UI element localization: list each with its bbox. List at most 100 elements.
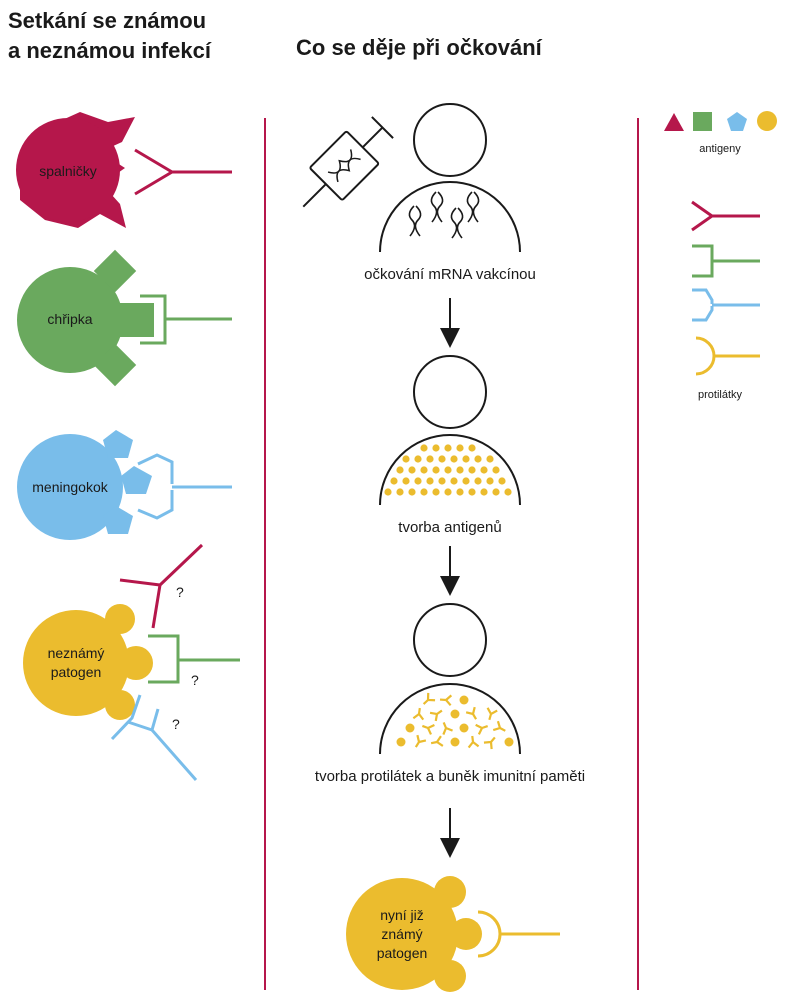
antigen-dot: [504, 488, 512, 496]
antigen-dot: [432, 488, 440, 496]
pentagon-antigen-icon: [727, 112, 747, 131]
question-mark-1: ?: [176, 584, 184, 600]
antigen-dot: [492, 466, 500, 474]
antibody-particle: [465, 706, 478, 720]
antigen-dot: [420, 488, 428, 496]
antibody-particle: [429, 709, 443, 722]
unknown-label-line1: neznámý: [47, 645, 105, 661]
antigen-particle: [450, 709, 460, 719]
triangle-antigen-icon: [664, 113, 684, 131]
measles-label: spalničky: [39, 163, 97, 179]
antigen-dot: [480, 488, 488, 496]
antigen-dot: [492, 488, 500, 496]
antigen-dot: [414, 477, 422, 485]
antigen-dot: [438, 455, 446, 463]
syringe-icon: [302, 116, 394, 208]
caption-vaccination: očkování mRNA vakcínou: [364, 266, 536, 283]
square-antigen-icon: [693, 112, 712, 131]
legend-antigens-label: antigeny: [699, 143, 741, 155]
title-left-line2: a neznámou infekcí: [8, 38, 211, 63]
antigen-dot: [402, 455, 410, 463]
unknown-label: neznámý patogen: [24, 644, 128, 682]
antigen-dot: [474, 477, 482, 485]
antigen-dot: [426, 455, 434, 463]
antigen-dot: [474, 455, 482, 463]
person-vaccination: [379, 103, 521, 253]
antigen-dot: [438, 477, 446, 485]
unknown-antibody-green: [148, 634, 240, 684]
antibody-particle: [483, 736, 496, 750]
antigen-dot: [486, 477, 494, 485]
final-label-line3: patogen: [376, 945, 428, 961]
meningococcus-label: meningokok: [32, 479, 108, 495]
antigen-particle: [396, 737, 406, 747]
legend-antigens: [664, 111, 777, 131]
antibody-mix: [396, 692, 514, 750]
antigen-dot: [486, 455, 494, 463]
antigen-dot: [462, 455, 470, 463]
antigen-dot: [480, 466, 488, 474]
antigen-dot: [456, 466, 464, 474]
unknown-antibody-blue: [110, 694, 198, 781]
antigen-dot: [414, 455, 422, 463]
meningococcus-antibody: [137, 453, 232, 520]
antigen-dot: [444, 488, 452, 496]
antigen-dot: [426, 477, 434, 485]
antigen-dot: [450, 455, 458, 463]
antigen-dot: [402, 477, 410, 485]
antigen-dot: [456, 444, 464, 452]
antibody-particle: [421, 724, 435, 735]
antigen-particle: [450, 737, 460, 747]
unknown-antibody-crimson: [119, 543, 204, 629]
antibody-particle: [412, 707, 425, 721]
antigen-dot: [408, 488, 416, 496]
person-antigens: [379, 355, 521, 506]
antigen-dot: [420, 466, 428, 474]
antigen-particle: [459, 695, 469, 705]
antigen-dot: [396, 488, 404, 496]
measles-pathogen: [16, 112, 135, 228]
final-pathogen: [346, 876, 482, 992]
antibody-particle: [442, 722, 453, 735]
circle-antigen-icon: [757, 111, 777, 131]
antigen-dot: [432, 466, 440, 474]
antigen-dot: [408, 466, 416, 474]
antigen-dot: [468, 444, 476, 452]
antigen-dot: [384, 488, 392, 496]
antibody-particle: [414, 734, 427, 748]
final-antibody: [477, 910, 560, 958]
antigen-dot: [444, 466, 452, 474]
unknown-label-line2: patogen: [50, 664, 102, 680]
antibody-particle: [467, 735, 480, 749]
antigen-dot: [498, 477, 506, 485]
title-left-line1: Setkání se známou: [8, 8, 207, 33]
antigen-particle: [405, 723, 415, 733]
measles-antibody: [134, 148, 232, 196]
antigen-dot: [420, 444, 428, 452]
person-antibodies: [379, 603, 521, 755]
antibody-particle: [486, 707, 498, 721]
antigen-dot: [468, 488, 476, 496]
legend-antibodies: [691, 200, 760, 376]
antigen-dot: [456, 488, 464, 496]
antigen-dot: [444, 444, 452, 452]
final-label-line1: nyní již: [380, 907, 424, 923]
antibody-particle: [430, 735, 444, 747]
caption-antigens: tvorba antigenů: [398, 519, 502, 536]
antigen-dot: [396, 466, 404, 474]
antigen-dots: [384, 444, 512, 496]
antigen-dot: [390, 477, 398, 485]
antibody-particle: [475, 723, 489, 735]
antigen-particle: [459, 723, 469, 733]
flu-antibody: [140, 294, 232, 345]
mrna-strands: [408, 191, 480, 239]
question-mark-3: ?: [172, 716, 180, 732]
final-label: nyní již známý patogen: [352, 906, 452, 963]
caption-antibodies: tvorba protilátek a buněk imunitní pamět…: [314, 768, 586, 785]
final-label-line2: známý: [381, 926, 423, 942]
flu-pathogen: [17, 249, 154, 387]
antibody-particle: [422, 692, 436, 705]
antibody-particle: [492, 720, 506, 732]
antibody-particle: [439, 694, 453, 707]
